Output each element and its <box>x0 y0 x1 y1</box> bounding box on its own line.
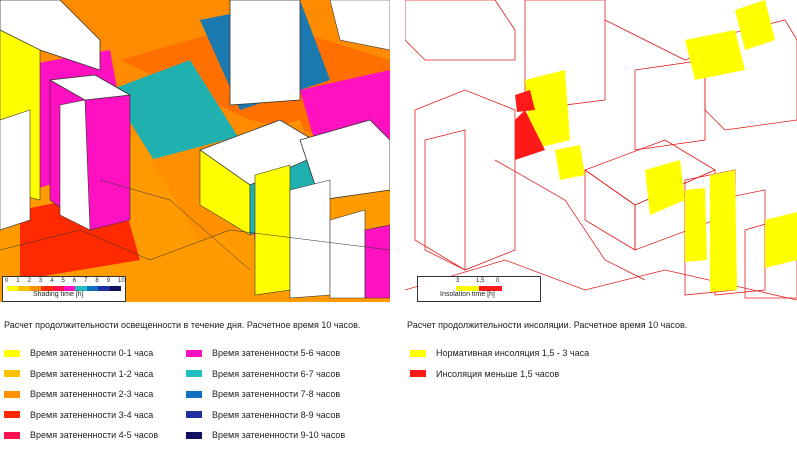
shading-time-map: 0 1 2 3 4 5 6 7 8 9 10 Shading time [h] <box>0 0 390 302</box>
scale-caption: Shading time [h] <box>33 291 84 298</box>
legend-swatch <box>410 370 426 377</box>
legend-item: Нормативная инсоляция 1,5 - 3 часа <box>410 347 589 359</box>
scale-tick: 9 <box>106 278 111 284</box>
legend-label: Время затененности 4-5 часов <box>30 430 159 440</box>
legend-item: Время затененности 2-3 часа <box>4 388 153 400</box>
legend-label: Время затененности 0-1 часа <box>30 348 154 358</box>
legend-label: Время затененности 6-7 часов <box>212 368 341 379</box>
right-caption: Расчет продолжительности инсоляции. Расч… <box>407 320 688 330</box>
legend-swatch <box>4 431 20 439</box>
scale-color-bar <box>7 286 122 291</box>
scale-tick: 8 <box>95 278 99 284</box>
legend-swatch <box>186 390 202 398</box>
left-caption: Расчет продолжительности освещенности в … <box>4 320 361 330</box>
legend-item: Инсоляция меньше 1,5 часов <box>410 368 559 380</box>
scale-color-bar <box>456 286 502 291</box>
scale-color-step <box>18 286 30 291</box>
legend-swatch <box>4 370 20 377</box>
legend-swatch <box>410 349 426 357</box>
legend-item: Время затененности 1-2 часа <box>4 368 153 380</box>
legend-label: Время затененности 8-9 часов <box>212 409 341 420</box>
legend-item: Время затененности 4-5 часов <box>4 429 158 441</box>
legend-swatch <box>186 349 202 357</box>
legend-swatch <box>186 370 202 377</box>
scale-caption: Insolation time [h] <box>440 291 495 298</box>
scale-color-step <box>109 286 122 291</box>
legend-label: Время затененности 1-2 часа <box>30 368 154 379</box>
scale-color-step <box>86 286 99 291</box>
legend-swatch <box>4 349 20 357</box>
shading-time-scale: 0 1 2 3 4 5 6 7 8 9 10 Shading time [h] <box>2 276 126 302</box>
legend-swatch <box>186 431 202 439</box>
scale-tick: 0 <box>5 278 9 284</box>
scale-color-step <box>456 286 479 291</box>
scale-tick: 10 <box>118 278 125 284</box>
scale-color-step <box>29 286 42 291</box>
scale-color-step <box>52 286 65 291</box>
scale-tick: 5 <box>61 278 65 284</box>
scale-tick: 1,5 <box>476 278 485 284</box>
shading-map-drawing <box>0 0 390 302</box>
scale-color-step <box>41 286 53 291</box>
scale-tick: 0 <box>496 278 500 284</box>
legend-item: Время затененности 0-1 часа <box>4 347 153 359</box>
scale-tick: 3 <box>38 278 43 284</box>
legend-item: Время затененности 7-8 часов <box>186 388 340 400</box>
legend-label: Нормативная инсоляция 1,5 - 3 часа <box>436 348 590 358</box>
scale-color-step <box>98 286 110 291</box>
scale-tick: 2 <box>27 278 31 284</box>
legend-item: Время затененности 6-7 часов <box>186 368 340 380</box>
legend-swatch <box>186 411 202 418</box>
legend-label: Время затененности 7-8 часов <box>212 389 341 399</box>
insolation-map-drawing <box>405 0 797 302</box>
scale-color-step <box>7 286 19 291</box>
scale-color-step <box>75 286 87 291</box>
legend-label: Время затененности 9-10 часов <box>212 430 346 440</box>
scale-tick: 7 <box>84 278 88 284</box>
legend-item: Время затененности 8-9 часов <box>186 409 340 421</box>
legend-label: Время затененности 2-3 часа <box>30 389 154 399</box>
legend-swatch <box>4 390 20 398</box>
legend-item: Время затененности 9-10 часов <box>186 429 345 441</box>
scale-color-step <box>479 286 502 291</box>
legend-swatch <box>4 411 20 418</box>
scale-tick: 3 <box>456 278 460 284</box>
legend-item: Время затененности 3-4 часа <box>4 409 153 421</box>
scale-tick: 4 <box>50 278 54 284</box>
legend-item: Время затененности 5-6 часов <box>186 347 340 359</box>
scale-color-step <box>64 286 76 291</box>
scale-tick-labels: 0 1 2 3 4 5 6 7 8 9 10 <box>3 278 125 286</box>
legend-label: Время затененности 5-6 часов <box>212 348 341 358</box>
legend-label: Инсоляция меньше 1,5 часов <box>436 368 560 379</box>
scale-tick: 6 <box>72 278 77 284</box>
legend-label: Время затененности 3-4 часа <box>30 409 154 420</box>
scale-tick: 1 <box>16 278 20 284</box>
